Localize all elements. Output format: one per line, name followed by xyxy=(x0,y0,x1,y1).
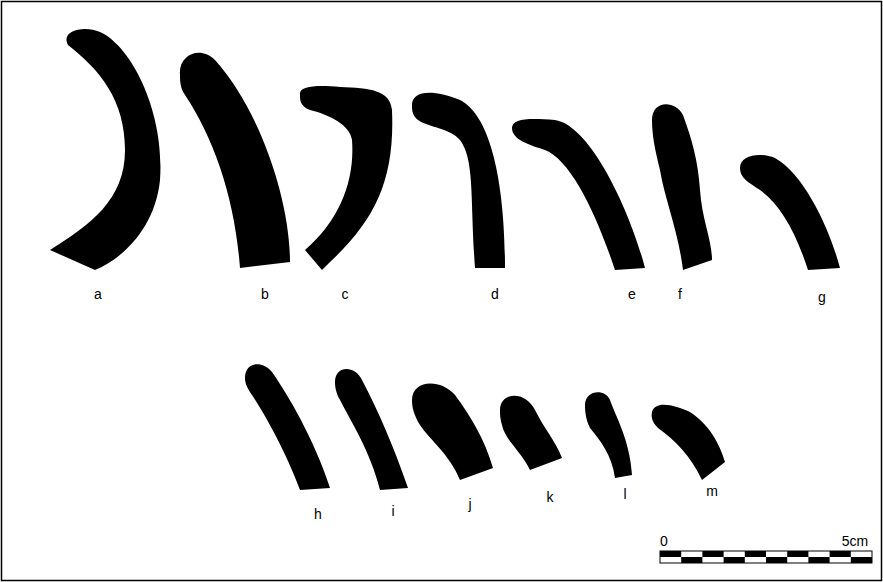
scale-segment xyxy=(830,551,851,557)
scale-segment xyxy=(745,551,766,557)
rim-profile xyxy=(300,86,392,270)
rim-profile xyxy=(335,369,408,490)
profile-letter: k xyxy=(547,490,554,504)
scale-segment xyxy=(851,557,872,563)
profile-letter: j xyxy=(468,497,471,511)
rim-profile xyxy=(50,29,160,270)
scale-segment xyxy=(724,557,745,563)
profile-letter: l xyxy=(623,487,626,501)
scale-segment xyxy=(808,557,829,563)
profile-letter: d xyxy=(491,287,499,301)
scale-segment xyxy=(681,557,702,563)
scale-bar-frame xyxy=(660,551,872,563)
rim-profile xyxy=(245,364,330,490)
scale-bar xyxy=(660,551,872,563)
rim-profile xyxy=(412,93,505,268)
scale-label: 0 xyxy=(660,534,668,548)
profile-letter: h xyxy=(314,507,322,521)
profile-letter: c xyxy=(342,287,349,301)
profile-letter: g xyxy=(818,290,826,304)
rim-profile xyxy=(500,396,562,470)
profile-letter: i xyxy=(391,504,394,518)
scale-segment xyxy=(787,551,808,557)
rim-profile xyxy=(652,405,725,480)
scale-label: 5cm xyxy=(842,534,868,548)
profile-letter: m xyxy=(706,484,718,498)
rim-profile xyxy=(512,119,645,270)
rim-profile xyxy=(180,53,290,268)
rim-profile xyxy=(652,104,712,270)
rim-profile xyxy=(740,155,840,270)
rim-profile xyxy=(585,392,632,478)
profile-letter: f xyxy=(678,287,682,301)
profile-letter: a xyxy=(94,287,102,301)
profile-letter: b xyxy=(261,287,269,301)
scale-segment xyxy=(660,551,681,557)
scale-segment xyxy=(766,557,787,563)
profile-letter: e xyxy=(628,287,636,301)
scale-segment xyxy=(702,551,723,557)
rim-profile xyxy=(412,384,493,480)
